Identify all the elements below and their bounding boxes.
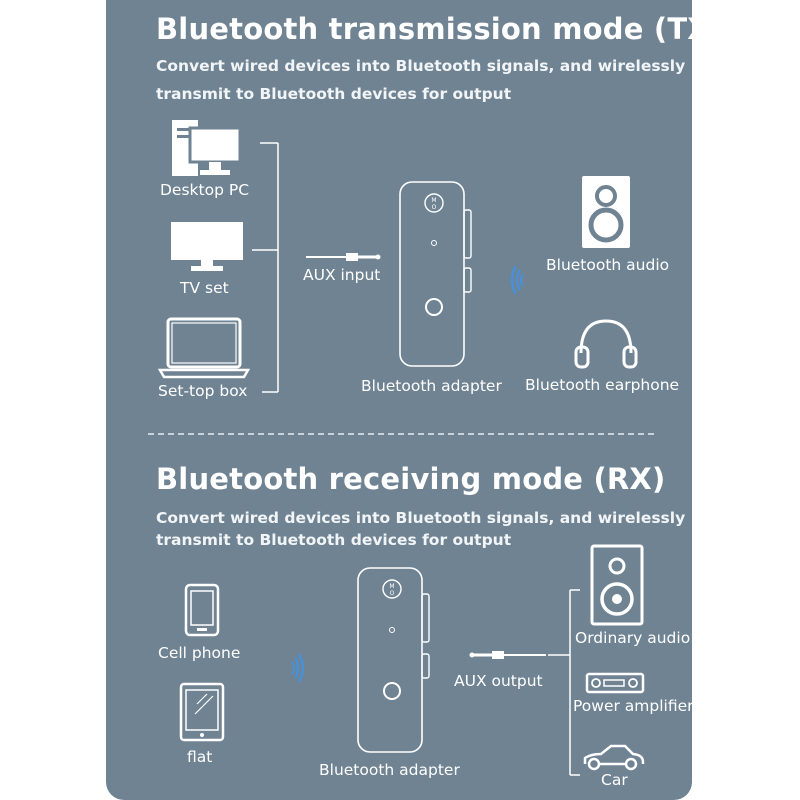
bluetooth-signal-icon-rx [291,653,305,683]
speaker-icon [582,176,630,248]
tx-description-line2: transmit to Bluetooth devices for output [156,85,512,103]
rx-adapter-label: Bluetooth adapter [319,761,460,779]
svg-text:M: M [389,583,394,590]
tx-adapter-label: Bluetooth adapter [361,377,502,395]
rx-description-line1: Convert wired devices into Bluetooth sig… [156,509,686,527]
bluetooth-signal-icon [510,265,524,295]
rx-description-line2: transmit to Bluetooth devices for output [156,531,512,549]
tablet-icon [179,682,225,742]
svg-text:O: O [432,204,437,211]
bluetooth-adapter-icon: M O [399,181,472,367]
headphones-icon [574,319,638,369]
laptop-icon [157,317,251,379]
cell-phone-icon [184,583,220,637]
tx-title: Bluetooth transmission mode (TX) [156,12,724,46]
output-label-ordinary-audio: Ordinary audio [575,629,691,647]
output-label-bluetooth-audio: Bluetooth audio [546,256,670,274]
output-label-car: Car [601,771,628,789]
source-label-tv-set: TV set [180,279,229,297]
tx-description-line1: Convert wired devices into Bluetooth sig… [156,57,686,75]
section-divider [148,433,654,435]
svg-text:O: O [390,590,395,597]
source-label-flat: flat [187,748,213,766]
ordinary-audio-speaker-icon [590,544,644,626]
desktop-pc-icon [172,120,242,176]
source-label-set-top-box: Set-top box [158,382,248,400]
bluetooth-adapter-icon-rx: M O [357,567,430,753]
output-label-bluetooth-earphone: Bluetooth earphone [525,376,680,394]
rx-title: Bluetooth receiving mode (RX) [156,462,666,496]
output-label-power-amplifier: Power amplifier [573,697,694,715]
aux-cable-icon [306,253,381,261]
tv-icon [171,222,243,271]
car-icon [583,744,645,771]
source-label-desktop-pc: Desktop PC [160,181,250,199]
aux-cable-icon-rx [469,651,546,659]
tx-connector-label: AUX input [303,266,381,284]
source-label-cell-phone: Cell phone [158,644,241,662]
rx-connector-label: AUX output [454,672,543,690]
amplifier-icon [585,672,645,694]
svg-text:M: M [431,197,436,204]
